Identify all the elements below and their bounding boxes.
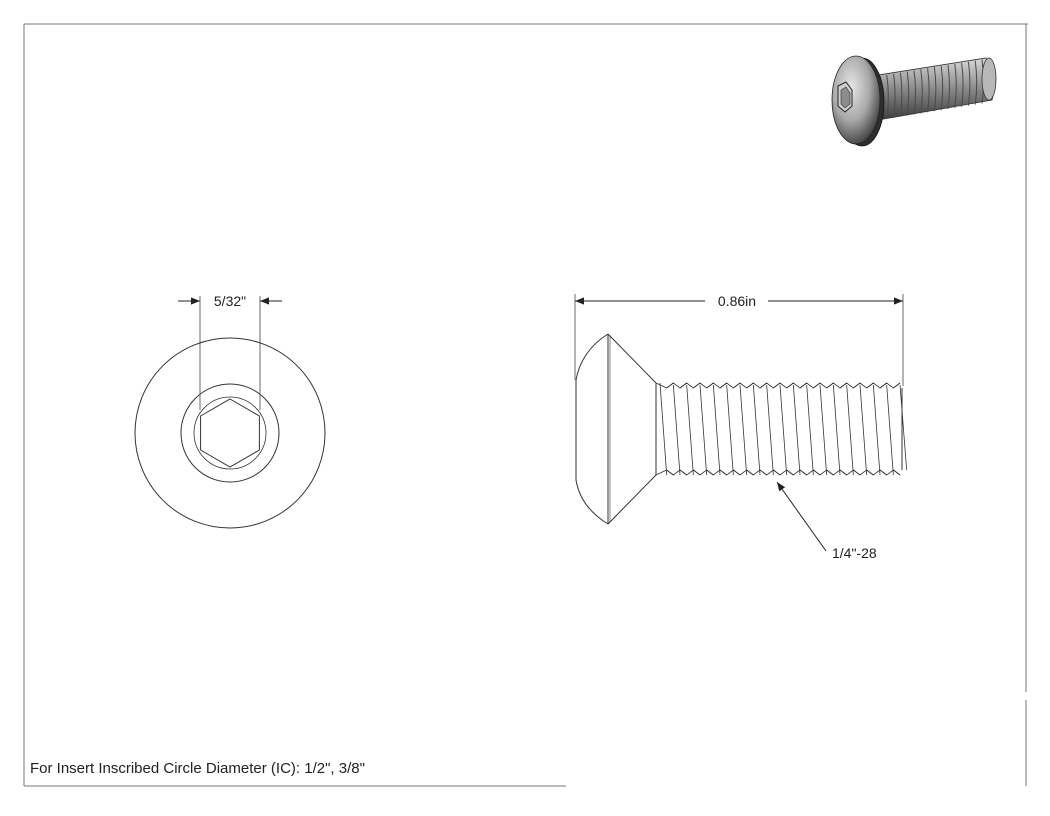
thread-edge — [746, 382, 754, 476]
thread-edge — [759, 382, 767, 476]
thread-crest — [686, 384, 694, 476]
iso-thread-ring — [920, 69, 923, 114]
thread-crest — [819, 384, 828, 476]
thread-profile-edge — [655, 469, 901, 476]
thread-crest — [792, 384, 801, 476]
iso-thread-ring — [967, 61, 971, 106]
top-view — [134, 296, 326, 529]
insert-ic-note: For Insert Inscribed Circle Diameter (IC… — [30, 760, 365, 777]
iso-thread-ring — [899, 72, 903, 117]
thread-edge — [679, 382, 687, 476]
length-dimension-label: 0.86in — [718, 293, 756, 309]
thread-edge — [773, 382, 781, 476]
thread-edge — [799, 382, 807, 476]
thread-edge — [706, 382, 714, 476]
thread-crest — [899, 384, 908, 471]
iso-thread-ring — [961, 62, 964, 107]
thread-edge — [826, 382, 834, 476]
thread-edge — [693, 382, 701, 476]
thread-crest — [846, 384, 854, 476]
iso-thread-ring — [947, 64, 950, 110]
thread-leader — [776, 481, 827, 552]
thread-edge — [813, 382, 821, 476]
socket-circle — [180, 383, 280, 483]
thread-crest — [659, 382, 668, 476]
thread-crest — [779, 384, 788, 476]
thread-crest — [752, 384, 761, 476]
iso-thread-ring — [893, 73, 896, 118]
side-view — [574, 294, 908, 552]
thread-crest — [766, 384, 774, 476]
thread-edge — [839, 382, 847, 476]
screw-isometric-render — [831, 55, 997, 147]
thread-crest — [872, 384, 881, 476]
thread-edge — [853, 382, 861, 476]
thread-crest — [672, 384, 681, 476]
thread-crest — [832, 384, 841, 476]
thread-crest — [739, 384, 748, 476]
iso-thread-ring — [974, 60, 978, 105]
hex-socket — [200, 398, 260, 468]
hex-dimension-label: 5/32" — [214, 293, 246, 309]
thread-lines — [655, 382, 908, 476]
thread-edge — [733, 382, 741, 476]
head-taper-top — [607, 333, 657, 384]
iso-thread-ring — [906, 71, 910, 116]
iso-thread-ring — [886, 74, 889, 119]
thread-profile-edge — [655, 382, 901, 389]
screw-head-profile — [575, 333, 609, 525]
iso-thread-ring — [913, 70, 916, 115]
thread-edge — [879, 382, 887, 476]
iso-thread-ring — [927, 68, 930, 113]
thread-edge — [666, 382, 674, 476]
thread-crest — [859, 384, 868, 476]
thread-edge — [786, 382, 794, 476]
thread-crest — [806, 384, 814, 476]
iso-thread-ring — [954, 63, 957, 108]
sheet-border — [23, 23, 1028, 787]
thread-crest — [726, 384, 734, 476]
thread-edge — [893, 382, 901, 476]
iso-thread-ring — [933, 67, 937, 112]
iso-thread-ring — [940, 66, 944, 111]
head-outer-circle — [134, 337, 326, 529]
thread-edge — [719, 382, 727, 476]
socket-inner-circle — [193, 396, 267, 470]
thread-callout-label: 1/4"-28 — [832, 545, 877, 561]
thread-crest — [712, 384, 721, 476]
thread-crest — [699, 384, 708, 476]
thread-crest — [886, 384, 894, 476]
head-taper-bottom — [607, 474, 657, 525]
thread-edge — [866, 382, 874, 476]
